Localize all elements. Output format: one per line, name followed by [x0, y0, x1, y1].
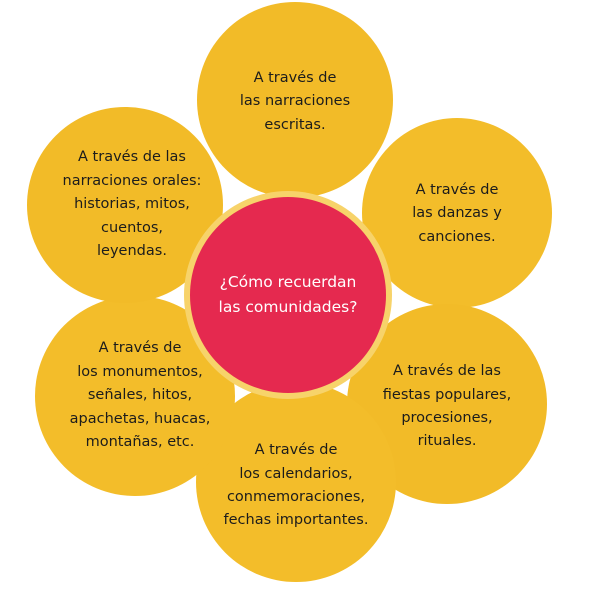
petal-written-narratives: A través de las narraciones escritas. — [197, 2, 393, 198]
petal-oral-narratives: A través de las narraciones orales: hist… — [27, 107, 223, 303]
petal-monuments-text: A través de los monumentos, señales, hit… — [69, 340, 211, 451]
center-question-circle: ¿Cómo recuerdan las comunidades? — [190, 197, 386, 393]
petal-dances-songs-text: A través de las danzas y canciones. — [412, 181, 502, 245]
petal-calendars-text: A través de los calendarios, conmemoraci… — [223, 442, 369, 529]
center-question-text: ¿Cómo recuerdan las comunidades? — [218, 273, 358, 316]
petal-festivals-text: A través de las fiestas populares, proce… — [382, 363, 512, 450]
petal-oral-narratives-text: A través de las narraciones orales: hist… — [62, 149, 202, 260]
petal-written-narratives-text: A través de las narraciones escritas. — [239, 69, 351, 133]
petal-dances-songs: A través de las danzas y canciones. — [362, 118, 552, 308]
petal-calendars: A través de los calendarios, conmemoraci… — [196, 382, 396, 582]
